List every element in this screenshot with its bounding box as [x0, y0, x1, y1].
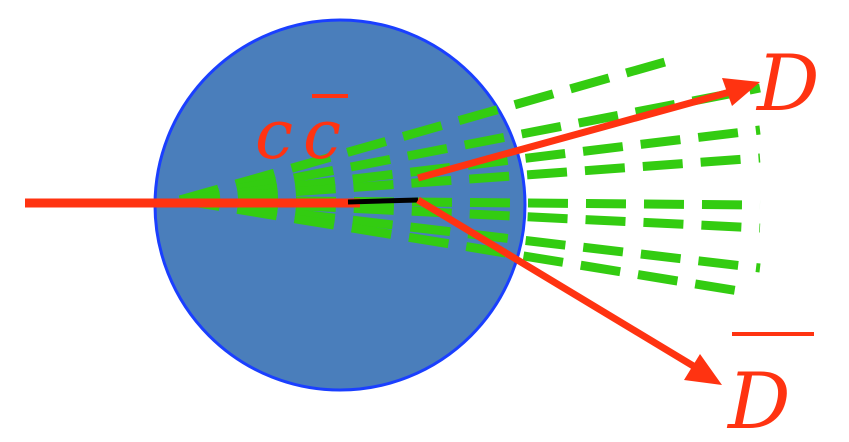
pair-c-label: c	[255, 96, 293, 175]
dbar-arrow-head	[684, 354, 722, 385]
pair-cbar-label: c	[303, 96, 341, 175]
string-segment	[348, 200, 418, 202]
d-meson-label: D	[755, 39, 820, 129]
dbar-meson-label: D	[726, 357, 791, 442]
